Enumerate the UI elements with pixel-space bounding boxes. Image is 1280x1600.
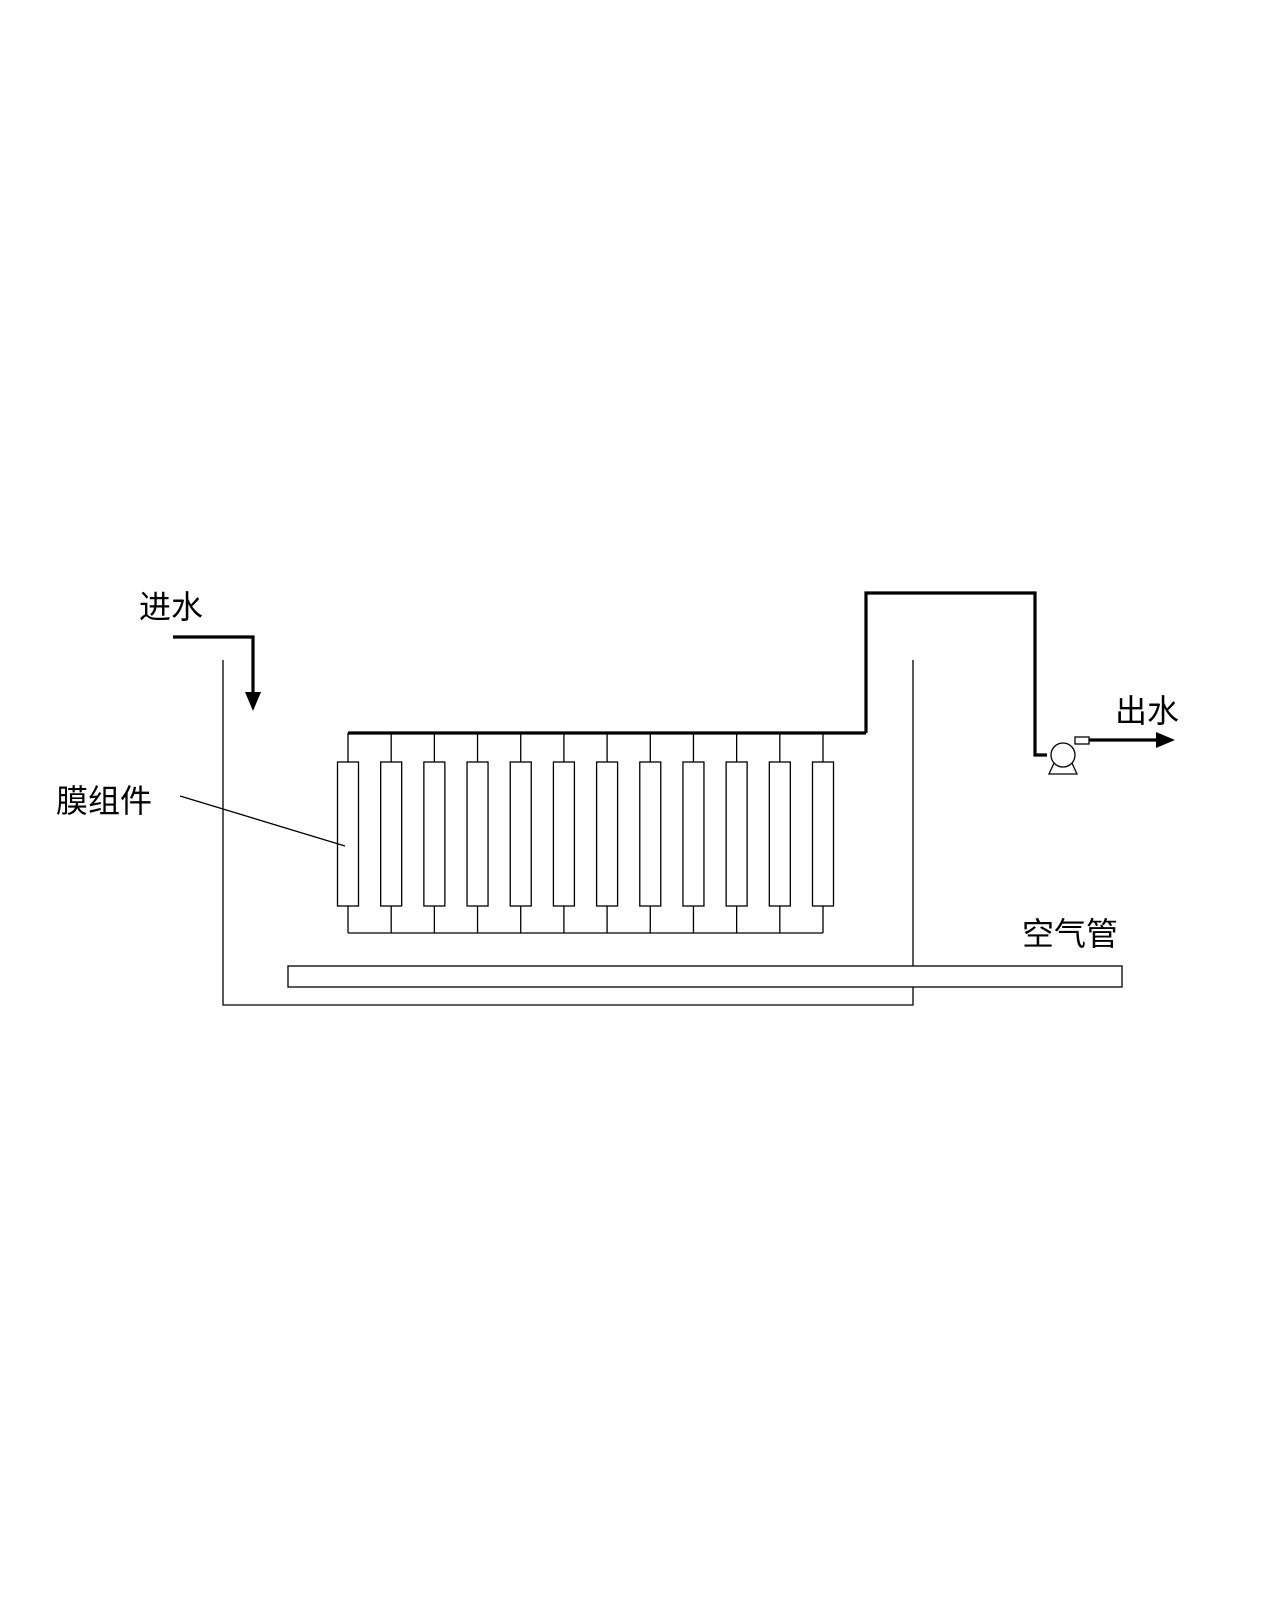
- membrane-module: [336, 761, 360, 907]
- inlet-label: 进水: [139, 588, 203, 626]
- membrane-module-label: 膜组件: [56, 782, 152, 820]
- membrane-module: [639, 761, 662, 907]
- outlet-pipe: [864, 591, 1047, 757]
- outlet-label: 出水: [1115, 692, 1179, 730]
- inlet-arrow-head: [245, 692, 261, 711]
- membrane-module: [380, 761, 403, 907]
- membrane-modules: [336, 733, 835, 933]
- membrane-module: [682, 761, 705, 907]
- membrane-module: [595, 761, 619, 907]
- membrane-module: [768, 761, 791, 907]
- air-pipe: [287, 965, 1123, 988]
- membrane-module: [509, 761, 532, 907]
- membrane-module: [423, 761, 446, 907]
- membrane-label-leader: [179, 795, 346, 847]
- air-pipe-label: 空气管: [1022, 915, 1118, 953]
- membrane-module: [552, 761, 576, 907]
- membrane-module: [811, 761, 835, 907]
- membrane-module: [466, 761, 489, 907]
- pump-icon: [1047, 736, 1090, 775]
- membrane-module: [725, 761, 748, 907]
- outlet-arrow-head: [1156, 732, 1175, 748]
- inlet-pipe: [173, 635, 255, 695]
- tank-outline: [222, 660, 914, 1006]
